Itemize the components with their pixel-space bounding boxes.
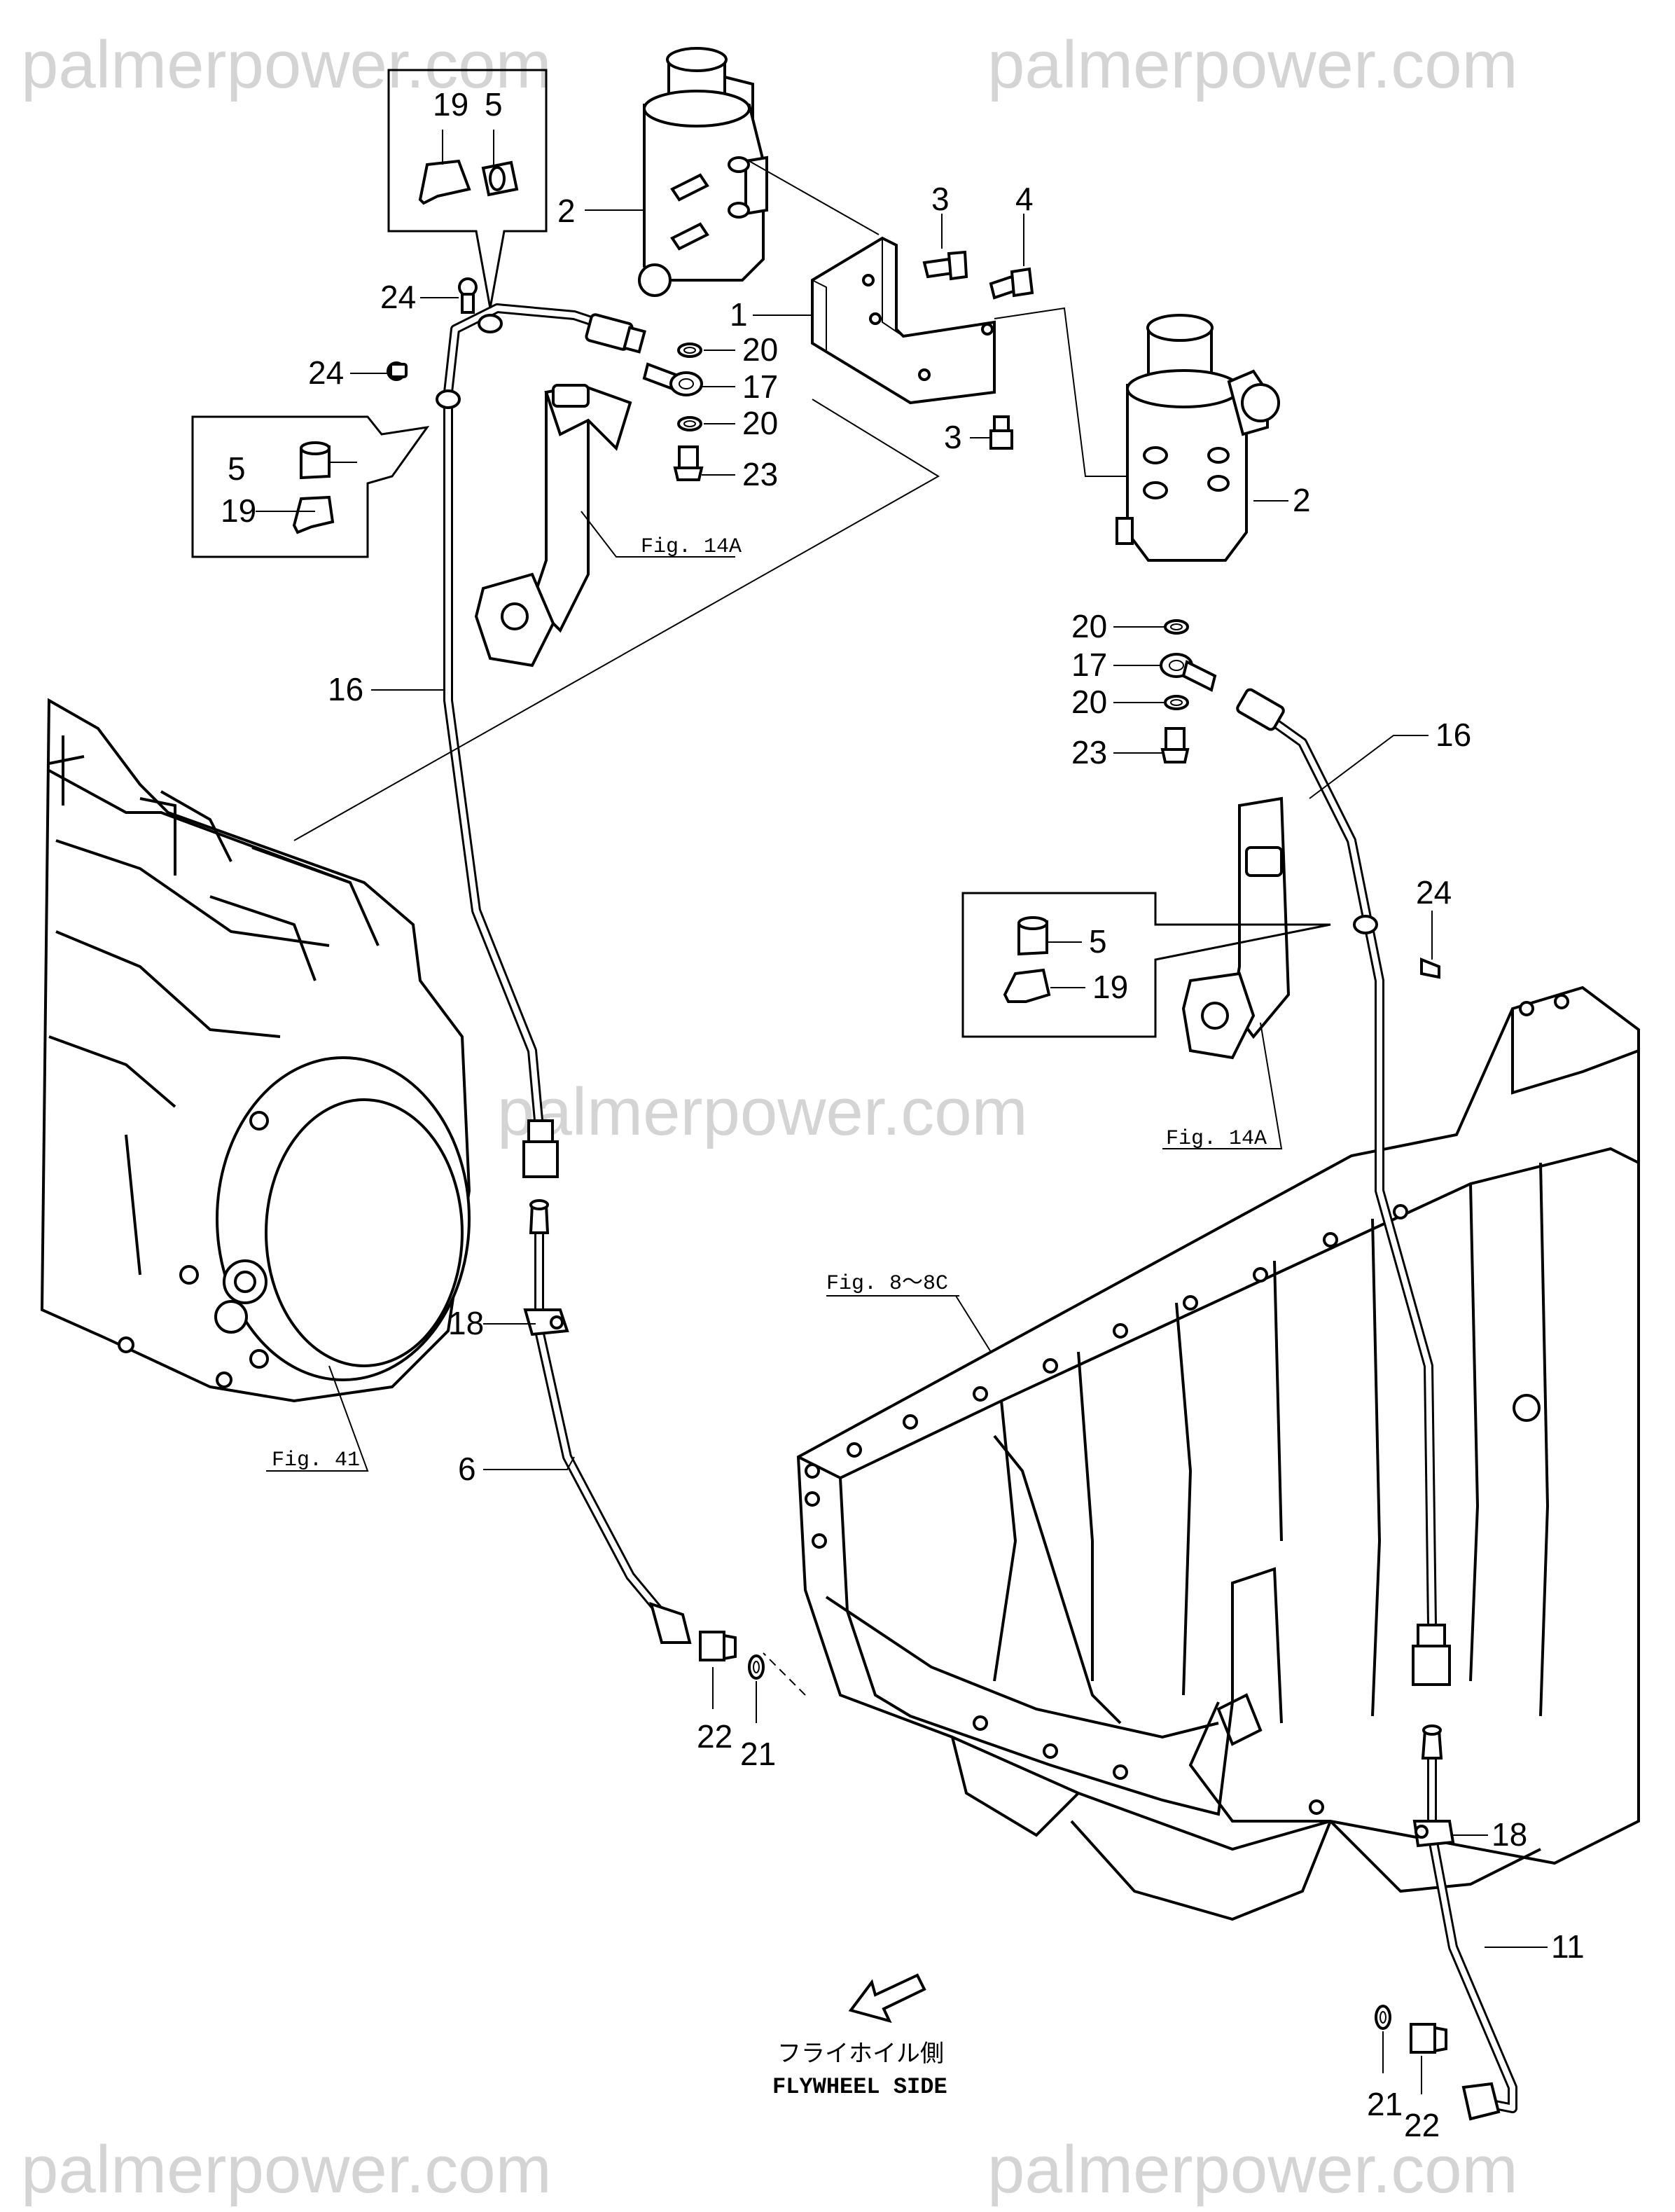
callout-17-right: 17: [1071, 647, 1107, 683]
flywheel-side-label-en: FLYWHEEL SIDE: [772, 2074, 947, 2100]
clip-left-upper: [458, 277, 503, 333]
pump-left: [638, 47, 768, 297]
callout-2-right: 2: [1293, 482, 1311, 518]
bolt-23-right: [1160, 727, 1190, 763]
callout-19-left-box: 19: [221, 492, 256, 529]
fitting-22-left: [699, 1631, 737, 1661]
callout-5-left-box: 5: [228, 450, 246, 487]
watermark-bottom-left: palmerpower.com: [21, 2132, 552, 2207]
elbow-pipe-right: [1181, 796, 1291, 1060]
callout-21-left: 21: [740, 1736, 776, 1772]
callout-2-left: 2: [557, 193, 576, 229]
callout-18-left: 18: [448, 1305, 484, 1341]
flywheel-direction-arrow-icon: [848, 1973, 926, 2024]
detail-box-right: [961, 892, 1331, 1038]
watermark-top-left: palmerpower.com: [21, 27, 552, 102]
callout-19-right-box: 19: [1092, 969, 1128, 1005]
pipe-6: [523, 1199, 692, 1644]
watermark-top-right: palmerpower.com: [987, 27, 1518, 102]
washer-21-left: [748, 1654, 765, 1680]
detail-box-left: [191, 415, 430, 558]
bolt-3-lower: [989, 415, 1013, 450]
callout-1: 1: [730, 296, 748, 333]
callout-16-left: 16: [328, 671, 363, 707]
callout-3-upper: 3: [931, 181, 950, 217]
callout-23-right: 23: [1071, 734, 1107, 770]
callout-23-left: 23: [742, 456, 778, 492]
bolt-3-upper: [922, 250, 968, 281]
fig-ref-8-8c: Fig. 8～8C: [826, 1272, 948, 1296]
washer-21-right: [1375, 2005, 1391, 2030]
callout-22-left: 22: [697, 1718, 732, 1755]
callout-20-left-b: 20: [742, 405, 778, 441]
pipe-16-right: [1236, 688, 1451, 1686]
detail-box-top: [387, 69, 548, 309]
callout-19-top-box: 19: [433, 86, 468, 123]
bracket: [811, 236, 996, 405]
callout-4: 4: [1015, 181, 1034, 217]
banjo-17-left: [642, 362, 703, 396]
washer-20-right-b: [1164, 695, 1189, 710]
clip-right: [1353, 915, 1440, 979]
washer-20-right-a: [1164, 619, 1189, 635]
fitting-22-right: [1410, 2023, 1447, 2054]
callout-24-left: 24: [308, 354, 344, 391]
callout-18-right: 18: [1492, 1816, 1527, 1853]
callout-24-right: 24: [1416, 874, 1452, 911]
bolt-23-left: [673, 445, 704, 481]
callout-22-right: 22: [1404, 2107, 1440, 2143]
washer-20-left-a: [677, 343, 702, 358]
callout-21-right: 21: [1367, 2086, 1403, 2122]
flywheel-housing-drawing: [40, 698, 471, 1403]
fig-ref-41: Fig. 41: [272, 1449, 360, 1472]
callout-3-lower: 3: [944, 419, 962, 455]
callout-20-right-b: 20: [1071, 684, 1107, 720]
fig-ref-14a-right: Fig. 14A: [1166, 1127, 1267, 1151]
flywheel-side-label-jp: フライホイル側: [777, 2040, 944, 2068]
callout-5-right-box: 5: [1089, 923, 1107, 960]
fig-ref-14a-left: Fig. 14A: [641, 535, 742, 559]
elbow-pipe-left: [474, 383, 632, 668]
pipe-11: [1412, 1724, 1517, 2121]
callout-17-left: 17: [742, 368, 778, 405]
clip-left-lower: [387, 361, 461, 409]
callout-24-upper-left: 24: [380, 279, 416, 315]
callout-20-left-a: 20: [742, 331, 778, 368]
watermark-bottom-right: palmerpower.com: [987, 2132, 1518, 2207]
banjo-17-right: [1160, 653, 1217, 692]
callout-20-right-a: 20: [1071, 608, 1107, 644]
watermark-center: palmerpower.com: [497, 1074, 1028, 1149]
callout-6: 6: [458, 1451, 476, 1487]
bolt-4: [989, 267, 1034, 300]
callout-16-right: 16: [1436, 717, 1471, 753]
pump-right: [1115, 314, 1280, 562]
callout-5-top-box: 5: [485, 86, 503, 123]
leader-lines: [256, 130, 1548, 2094]
washer-20-left-b: [677, 416, 702, 431]
callout-11: 11: [1551, 1928, 1585, 1965]
